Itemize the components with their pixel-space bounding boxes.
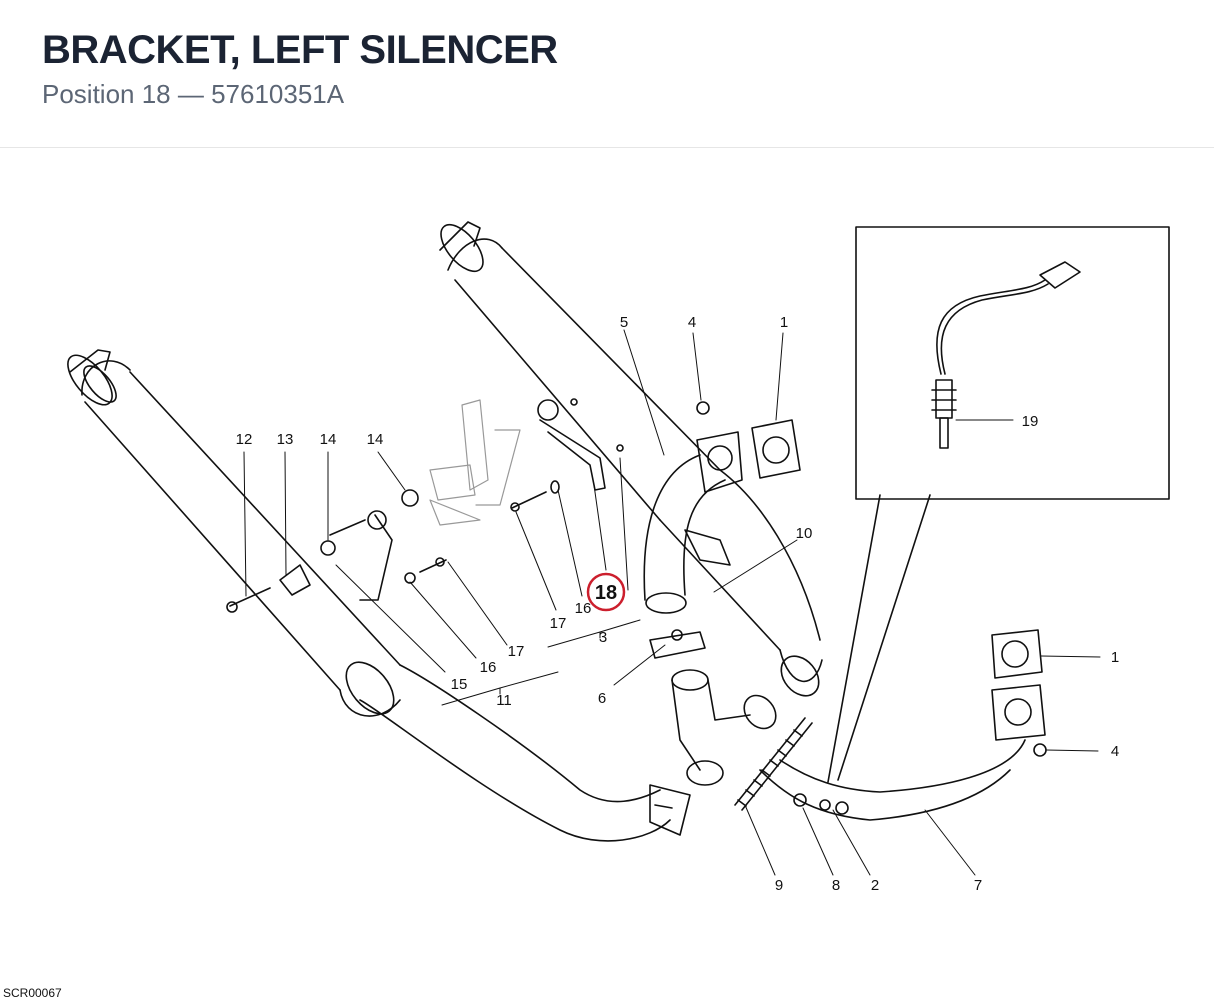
callout-16-lower[interactable]: 16 <box>480 659 497 676</box>
callout-4-top[interactable]: 4 <box>688 314 696 331</box>
callout-17-lower[interactable]: 17 <box>508 643 525 660</box>
callout-5[interactable]: 5 <box>620 314 628 331</box>
callout-7[interactable]: 7 <box>974 877 982 894</box>
page-header: BRACKET, LEFT SILENCER Position 18 — 576… <box>0 0 1214 148</box>
callout-14-left[interactable]: 14 <box>320 431 337 448</box>
left-silencer <box>67 349 691 842</box>
callout-12[interactable]: 12 <box>236 431 253 448</box>
leader-lines <box>243 329 1101 876</box>
callout-13[interactable]: 13 <box>277 431 294 448</box>
callout-10[interactable]: 10 <box>796 525 813 542</box>
callout-17-upper[interactable]: 17 <box>550 615 567 632</box>
figure-code: SCR00067 <box>3 986 62 1000</box>
callout-1-bottom[interactable]: 1 <box>1111 649 1119 666</box>
callout-6[interactable]: 6 <box>598 690 606 707</box>
exploded-parts-diagram: 12 13 14 14 15 16 17 11 17 16 3 5 4 1 10… <box>67 221 1170 894</box>
frame-bracket-ghost <box>429 399 521 526</box>
rear-header-pipe <box>759 629 1047 821</box>
callout-2[interactable]: 2 <box>871 877 879 894</box>
callout-3[interactable]: 3 <box>599 629 607 646</box>
spring <box>734 717 813 811</box>
oxygen-sensor-inset <box>827 226 1170 783</box>
left-bracket-assembly <box>226 489 447 613</box>
callout-14-right[interactable]: 14 <box>367 431 384 448</box>
right-bracket-assembly <box>510 398 624 512</box>
right-silencer <box>439 221 823 697</box>
front-header-pipe <box>643 401 801 614</box>
page-subtitle: Position 18 — 57610351A <box>42 79 345 109</box>
page-title: BRACKET, LEFT SILENCER <box>42 28 558 72</box>
callout-9[interactable]: 9 <box>775 877 783 894</box>
callout-19[interactable]: 19 <box>1022 413 1039 430</box>
callout-16-upper[interactable]: 16 <box>575 600 592 617</box>
callout-11[interactable]: 11 <box>496 692 512 709</box>
highlight-label-18[interactable]: 18 <box>595 582 617 604</box>
highlight-ring <box>586 572 626 612</box>
y-piece-collector <box>649 629 777 786</box>
callout-15[interactable]: 15 <box>451 676 468 693</box>
callout-1-top[interactable]: 1 <box>780 314 788 331</box>
callout-8[interactable]: 8 <box>832 877 840 894</box>
callout-4-bottom[interactable]: 4 <box>1111 743 1119 760</box>
